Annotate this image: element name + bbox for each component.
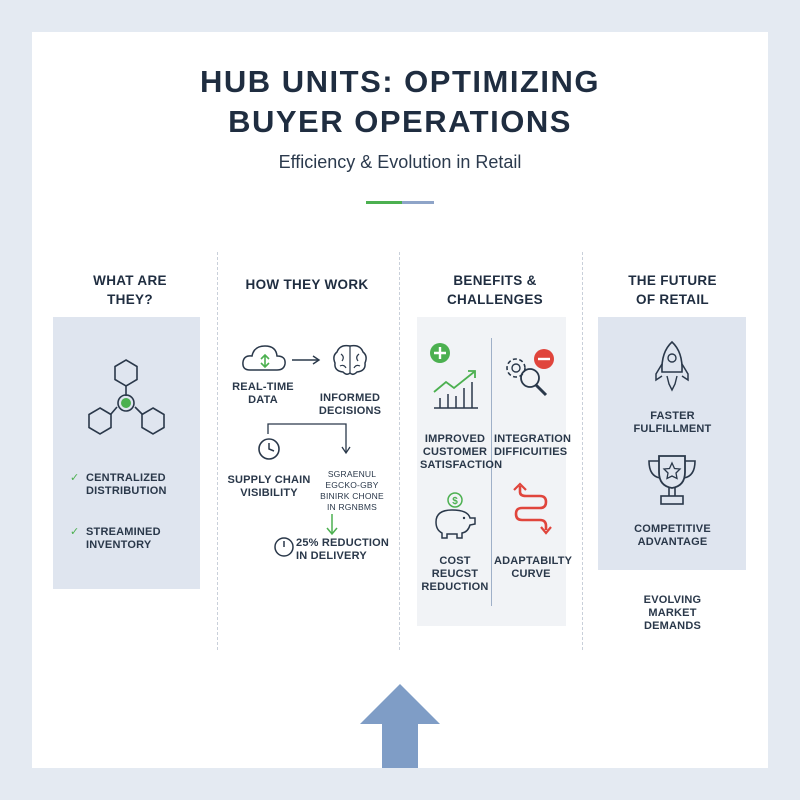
divider-green [366, 201, 402, 204]
section-heading-what: WHAT ARE THEY? [60, 271, 200, 309]
column-separator [217, 252, 218, 650]
label-line: DECISIONS [318, 405, 382, 417]
section-heading-how: HOW THEY WORK [245, 277, 369, 292]
label-integration-difficulties: INTEGRATION DIFFICUITIES [494, 433, 572, 459]
label-line: EGCKO-GBY [325, 480, 379, 490]
check-icon: ✓ [70, 526, 80, 538]
section-heading-future: THE FUTURE OF RETAIL [600, 271, 745, 309]
label-line: CENTRALIZED [86, 472, 166, 484]
label-evolving-market-demands: EVOLVING MARKET DEMANDS [610, 594, 735, 633]
piggy-bank-icon: $ [435, 492, 476, 539]
label-supply-chain-visibility: SUPPLY CHAIN VISIBILITY [224, 474, 314, 500]
label-line: INVENTORY [86, 539, 152, 551]
label-line: DISTRIBUTION [86, 485, 167, 497]
label-line: INTEGRATION [494, 433, 572, 445]
label-25-reduction: 25% REDUCTION IN DELIVERY [296, 537, 396, 563]
page-title: HUB UNITS: OPTIMIZING BUYER OPERATIONS [0, 62, 800, 142]
label-line: STREAMINED [86, 526, 161, 538]
label-line: COMPETITIVE [634, 523, 711, 535]
page-subtitle: Efficiency & Evolution in Retail [278, 152, 522, 172]
what-panel [53, 317, 200, 589]
clock-icon [258, 438, 280, 460]
label-line: CUSTOMER [422, 446, 488, 458]
heading-line: OF RETAIL [636, 292, 709, 307]
gear-search-icon [506, 349, 554, 397]
plus-circle-icon [430, 343, 450, 363]
label-line: IMPROVED [424, 433, 486, 445]
growth-chart-icon [433, 370, 478, 409]
heading-line: CHALLENGES [446, 292, 543, 307]
label-line: SGRAENUL [327, 469, 377, 479]
label-line: ADVANTAGE [637, 536, 708, 548]
column-separator [399, 252, 400, 650]
timer-icon [274, 537, 294, 557]
section-heading-benefits: BENEFITS & CHALLENGES [420, 271, 570, 309]
label-line: IN DELIVERY [296, 550, 367, 562]
arrow-down-icon [326, 514, 338, 536]
label-competitive-advantage: COMPETITIVE ADVANTAGE [610, 523, 735, 549]
label-line: MARKET [648, 607, 697, 619]
heading-line: WHAT ARE [93, 273, 167, 288]
label-line: REAL-TIME [232, 381, 294, 393]
label-faster-fulfillment: FASTER FULFILLMENT [610, 410, 735, 436]
curvy-arrow-icon [513, 482, 552, 535]
benefits-divider [491, 338, 492, 606]
label-line: INFORMED [319, 392, 381, 404]
trophy-icon [648, 455, 696, 505]
what-item-streamined: STREAMINED INVENTORY [86, 526, 196, 552]
label-line: SATISFACTION [420, 459, 503, 471]
label-realtime-data: REAL-TIME DATA [228, 381, 298, 407]
brain-icon [333, 344, 367, 376]
label-informed-decisions: INFORMED DECISIONS [310, 392, 390, 418]
label-line: DATA [248, 394, 278, 406]
label-line: FULFILLMENT [633, 423, 712, 435]
cloud-sync-icon [242, 345, 286, 371]
arrow-right-icon [292, 355, 321, 365]
label-line: 25% REDUCTION [296, 537, 390, 549]
label-adaptability-curve: ADAPTABILTY CURVE [494, 555, 573, 581]
column-separator [582, 252, 583, 650]
divider-blue [402, 201, 434, 204]
what-item-centralized: CENTRALIZED DISTRIBUTION [86, 472, 196, 498]
label-line: DEMANDS [643, 620, 701, 632]
label-line: FASTER [650, 410, 695, 422]
flow-connector [267, 423, 351, 455]
label-improved-customer-satisfaction: IMPROVED CUSTOMER SATISFACTION [420, 433, 503, 472]
check-icon: ✓ [70, 472, 80, 484]
label-line: REDUCTION [421, 581, 489, 593]
label-line: EVOLVING [643, 594, 702, 606]
label-line: ADAPTABILTY [494, 555, 573, 567]
label-line: VISIBILITY [240, 487, 298, 499]
hub-network-icon [88, 359, 165, 435]
title-line-2: BUYER OPERATIONS [228, 104, 572, 139]
label-line: IN RGNBMS [327, 502, 377, 512]
svg-text:$: $ [452, 496, 458, 507]
title-line-1: HUB UNITS: OPTIMIZING [199, 64, 601, 99]
heading-line: THE FUTURE [628, 273, 717, 288]
label-line: CURVE [511, 568, 551, 580]
label-line: COST REUCST [431, 555, 479, 580]
label-line: DIFFICUITIES [494, 446, 568, 458]
heading-line: BENEFITS & [453, 273, 537, 288]
label-garbled-text: SGRAENUL EGCKO-GBY BINIRK CHONE IN RGNBM… [310, 469, 394, 513]
label-line: BINIRK CHONE [320, 491, 384, 501]
label-line: SUPPLY CHAIN [227, 474, 311, 486]
label-cost-reduction: COST REUCST REDUCTION [418, 555, 492, 594]
heading-line: THEY? [107, 292, 153, 307]
future-panel [598, 317, 746, 570]
up-arrow-icon [360, 684, 440, 768]
rocket-icon [655, 340, 689, 392]
